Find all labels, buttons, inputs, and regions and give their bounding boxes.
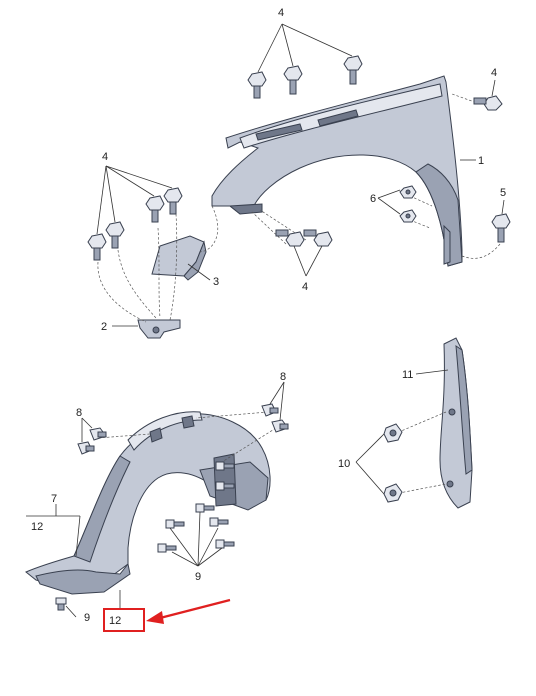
callout-10: 10 bbox=[338, 458, 350, 470]
screw-icon bbox=[55, 597, 67, 611]
callout-12-upper: 12 bbox=[31, 521, 43, 533]
nut-icon bbox=[399, 185, 417, 199]
highlight-box bbox=[103, 608, 145, 632]
callout-4-top: 4 bbox=[278, 7, 284, 19]
callout-7: 7 bbox=[51, 493, 57, 505]
bolt-icon bbox=[491, 213, 511, 243]
red-arrow-shaft bbox=[159, 598, 231, 620]
bracket-3 bbox=[151, 235, 207, 281]
bolt-icon bbox=[343, 55, 363, 85]
callout-4-mid: 4 bbox=[302, 281, 308, 293]
nut-icon bbox=[383, 483, 403, 503]
wheel-housing-liner bbox=[25, 411, 271, 595]
screw-icon bbox=[157, 543, 177, 553]
front-fender bbox=[211, 75, 463, 267]
screw-icon bbox=[195, 503, 215, 513]
screw-icon bbox=[165, 519, 185, 529]
screw-icon bbox=[209, 517, 229, 527]
callout-4-right: 4 bbox=[491, 67, 497, 79]
callout-2: 2 bbox=[101, 321, 107, 333]
leader-lines bbox=[26, 23, 505, 618]
callout-9-group: 9 bbox=[195, 571, 201, 583]
bolt-icon bbox=[303, 229, 333, 247]
callout-8-left: 8 bbox=[76, 407, 82, 419]
bolt-icon bbox=[105, 221, 125, 249]
callout-5: 5 bbox=[500, 187, 506, 199]
bolt-icon bbox=[275, 229, 305, 247]
callout-3: 3 bbox=[213, 276, 219, 288]
screw-icon bbox=[215, 481, 235, 491]
bracket-2 bbox=[137, 319, 181, 339]
bolt-icon bbox=[473, 95, 503, 111]
screw-icon bbox=[215, 461, 235, 471]
nut-icon bbox=[399, 209, 417, 223]
callout-11: 11 bbox=[402, 369, 413, 381]
screw-icon bbox=[89, 427, 107, 441]
callout-12-highlighted: 12 bbox=[109, 615, 121, 627]
bolt-icon bbox=[145, 195, 165, 223]
bolt-icon bbox=[247, 71, 267, 99]
callout-1: 1 bbox=[478, 155, 484, 167]
callout-9-bottom: 9 bbox=[84, 612, 90, 624]
screw-icon bbox=[77, 441, 95, 455]
red-arrow-head-icon bbox=[146, 611, 164, 624]
screw-icon bbox=[271, 419, 289, 433]
nut-icon bbox=[383, 423, 403, 443]
bolt-icon bbox=[163, 187, 183, 215]
bolt-icon bbox=[87, 233, 107, 261]
callout-6: 6 bbox=[370, 193, 376, 205]
bolt-icon bbox=[283, 65, 303, 95]
screw-icon bbox=[215, 539, 235, 549]
bolts bbox=[55, 55, 511, 611]
callout-labels: 4 4 1 4 6 5 3 4 2 11 8 8 10 7 12 9 9 12 bbox=[31, 7, 506, 627]
fender-seal-strip bbox=[439, 337, 473, 509]
callout-4-left: 4 bbox=[102, 151, 108, 163]
screw-icon bbox=[261, 403, 279, 417]
highlight-annotation bbox=[103, 598, 231, 632]
callout-8-right: 8 bbox=[280, 371, 286, 383]
assembly-lines bbox=[97, 93, 501, 495]
